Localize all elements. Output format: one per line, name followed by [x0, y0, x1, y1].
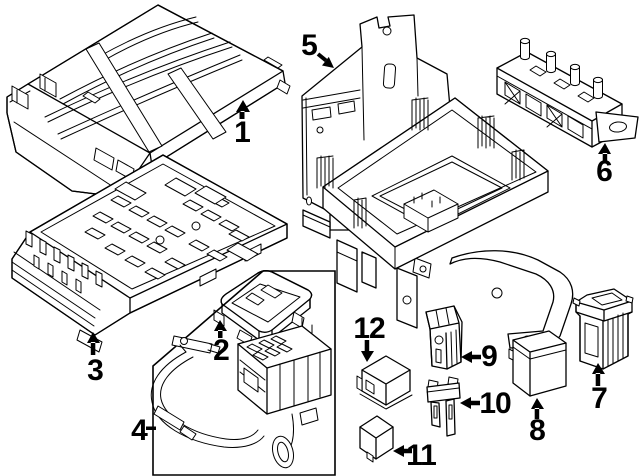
callout-8-label[interactable]: 8	[529, 414, 546, 447]
callout-4[interactable]: 4	[131, 414, 156, 447]
callout-10-arrow	[460, 397, 480, 409]
callout-4-arrow	[146, 426, 156, 430]
callout-11[interactable]: 11	[393, 439, 437, 472]
callout-12-label[interactable]: 12	[353, 312, 386, 345]
callout-12[interactable]: 12	[353, 312, 386, 362]
callout-12-arrow	[361, 340, 374, 362]
callout-2-arrow	[214, 320, 227, 338]
callout-9-label[interactable]: 9	[481, 340, 498, 373]
part-lower-tray-art	[316, 97, 574, 349]
part-kit-box-art	[150, 270, 336, 476]
callout-8[interactable]: 8	[529, 398, 546, 447]
part-large-cartridge-fuse-art	[572, 288, 634, 370]
callout-7-arrow	[592, 363, 605, 386]
part-mini-relay-art	[359, 415, 394, 463]
callout-9-arrow	[461, 351, 481, 363]
part-fuse-box-upper-cover-art	[6, 4, 291, 198]
callout-6[interactable]: 6	[596, 143, 613, 188]
callout-1[interactable]: 1	[234, 100, 251, 149]
tray-fins	[316, 97, 525, 229]
callout-2-label[interactable]: 2	[213, 334, 230, 367]
fuse-box-terminals	[25, 230, 103, 294]
part-fuse-box-art	[11, 154, 288, 353]
part-cartridge-fuse-art	[425, 305, 463, 370]
callout-5-label[interactable]: 5	[301, 29, 318, 62]
terminal-block-windows	[504, 81, 584, 139]
callout-7[interactable]: 7	[591, 363, 608, 415]
callout-5[interactable]: 5	[301, 29, 334, 68]
part-terminal-block-art	[496, 37, 639, 148]
callout-10[interactable]: 10	[460, 387, 512, 420]
callout-5-arrow	[322, 56, 334, 68]
callout-11-label[interactable]: 11	[406, 439, 437, 472]
callout-2[interactable]: 2	[213, 320, 230, 367]
callout-3-label[interactable]: 3	[87, 354, 104, 387]
fuse-box-fuses	[84, 177, 259, 280]
kit-block-fuses	[246, 335, 293, 361]
callout-7-label[interactable]: 7	[591, 382, 608, 415]
callout-9[interactable]: 9	[461, 340, 498, 373]
callout-8-arrow	[531, 398, 544, 419]
callout-10-label[interactable]: 10	[479, 387, 512, 420]
part-fuse-element-art	[426, 376, 461, 437]
callout-1-arrow	[236, 100, 250, 119]
terminal-block-studs	[520, 37, 603, 100]
callout-3-arrow	[87, 332, 100, 355]
part-large-relay-art	[508, 330, 567, 397]
callout-4-label[interactable]: 4	[131, 414, 149, 447]
part-relay-art	[356, 355, 413, 410]
callout-1-label[interactable]: 1	[234, 116, 251, 149]
callout-6-arrow	[598, 143, 611, 162]
callout-3[interactable]: 3	[87, 332, 104, 387]
callout-11-arrow	[393, 445, 412, 457]
callout-6-label[interactable]: 6	[596, 155, 613, 188]
kit-box-border	[152, 270, 336, 476]
